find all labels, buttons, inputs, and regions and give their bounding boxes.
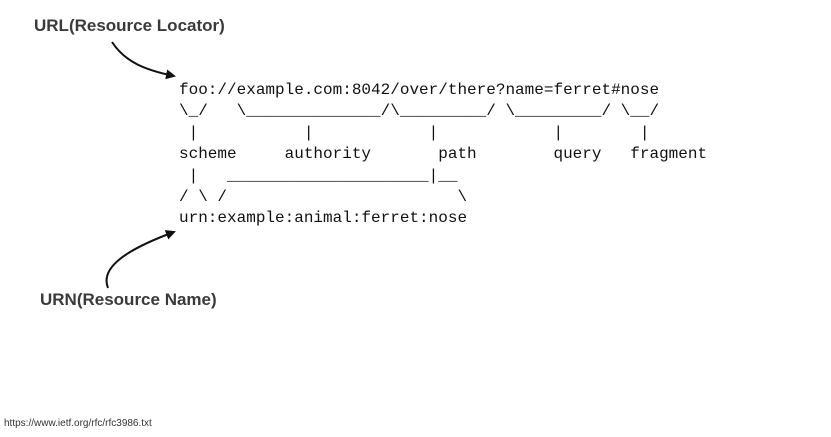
urn-label: URN(Resource Name) <box>40 290 217 309</box>
component-ticks: | | | | | <box>179 123 650 142</box>
urn-connector-ticks: | _____________________|__ <box>179 166 458 185</box>
component-names: scheme authority path query fragment <box>179 145 708 164</box>
urn-example: urn:example:animal:ferret:nose <box>179 209 468 228</box>
uri-syntax-diagram: foo://example.com:8042/over/there?name=f… <box>179 80 707 230</box>
source-link[interactable]: https://www.ietf.org/rfc/rfc3986.txt <box>4 418 152 429</box>
url-label: URL(Resource Locator) <box>34 16 225 35</box>
url-arrow <box>111 41 176 80</box>
urn-connector-braces: / \ / \ <box>179 187 468 206</box>
component-braces: \_/ \______________/\_________/ \_______… <box>179 102 660 121</box>
url-example: foo://example.com:8042/over/there?name=f… <box>179 81 660 99</box>
urn-arrow <box>105 230 176 289</box>
